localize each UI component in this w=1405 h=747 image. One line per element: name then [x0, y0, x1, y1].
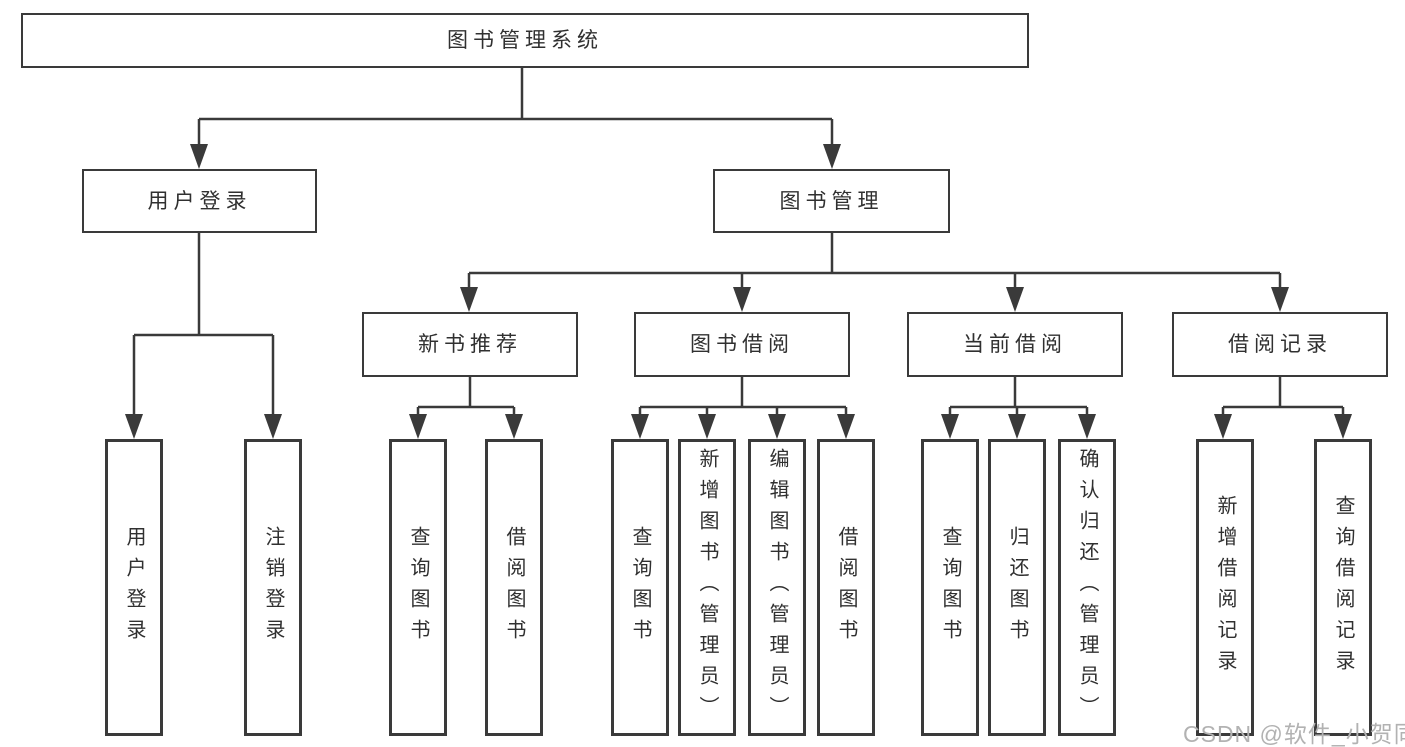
edge-bookmgmt-to-level3	[467, 233, 1282, 294]
arrow-down-icon	[837, 414, 855, 439]
leaf-label: 用户登录	[123, 525, 145, 650]
arrow-down-icon	[1006, 287, 1024, 312]
csdn-watermark: CSDN @软件_小贺同学	[1183, 721, 1405, 747]
arrow-down-icon	[264, 414, 282, 439]
arrow-down-icon	[1078, 414, 1096, 439]
leaf-query-books-3: 查询图书	[921, 439, 979, 736]
arrowheads	[125, 144, 1352, 439]
leaf-add-books-admin: 新增图书（管理员）	[678, 439, 736, 736]
leaf-query-borrow-record: 查询借阅记录	[1314, 439, 1372, 736]
leaf-label: 查询图书	[629, 525, 651, 650]
arrow-down-icon	[698, 414, 716, 439]
leaf-edit-books-admin: 编辑图书（管理员）	[748, 439, 806, 736]
leaf-user-login: 用户登录	[105, 439, 163, 736]
leaf-borrow-books-1: 借阅图书	[485, 439, 543, 736]
leaf-label: 新增图书（管理员）	[696, 448, 718, 727]
leaf-confirm-return-admin: 确认归还（管理员）	[1058, 439, 1116, 736]
edge-root-to-level2	[197, 68, 834, 151]
node-user-login: 用户登录	[82, 169, 317, 233]
node-book-borrow-label: 图书借阅	[690, 333, 794, 356]
node-borrow-records-label: 借阅记录	[1228, 333, 1332, 356]
arrow-down-icon	[823, 144, 841, 169]
arrow-down-icon	[190, 144, 208, 169]
leaf-query-books-2: 查询图书	[611, 439, 669, 736]
node-new-book-rec: 新书推荐	[362, 312, 578, 377]
arrow-down-icon	[1214, 414, 1232, 439]
leaf-add-borrow-record: 新增借阅记录	[1196, 439, 1254, 736]
leaf-return-books: 归还图书	[988, 439, 1046, 736]
node-user-login-label: 用户登录	[147, 189, 252, 213]
leaf-label: 注销登录	[262, 525, 284, 650]
edge-records-to-leaves	[1221, 377, 1345, 421]
node-borrow-records: 借阅记录	[1172, 312, 1388, 377]
node-root: 图书管理系统	[21, 13, 1029, 68]
leaf-label: 编辑图书（管理员）	[766, 448, 788, 727]
leaf-label: 借阅图书	[503, 525, 525, 650]
leaf-label: 查询图书	[407, 525, 429, 650]
node-book-borrow: 图书借阅	[634, 312, 850, 377]
arrow-down-icon	[768, 414, 786, 439]
leaf-logout: 注销登录	[244, 439, 302, 736]
arrow-down-icon	[460, 287, 478, 312]
edge-userlogin-to-leaves	[132, 233, 275, 421]
leaf-label: 查询借阅记录	[1332, 494, 1354, 681]
arrow-down-icon	[125, 414, 143, 439]
leaf-label: 归还图书	[1006, 525, 1028, 650]
edge-newbook-to-leaves	[416, 377, 516, 421]
arrow-down-icon	[733, 287, 751, 312]
node-current-borrow: 当前借阅	[907, 312, 1123, 377]
node-book-mgmt-label: 图书管理	[779, 189, 884, 213]
leaf-borrow-books-2: 借阅图书	[817, 439, 875, 736]
leaf-label: 确认归还（管理员）	[1076, 448, 1098, 727]
node-new-book-rec-label: 新书推荐	[418, 333, 522, 356]
edge-borrow-to-leaves	[638, 377, 848, 421]
node-root-label: 图书管理系统	[447, 29, 603, 52]
arrow-down-icon	[1008, 414, 1026, 439]
arrow-down-icon	[631, 414, 649, 439]
arrow-down-icon	[1334, 414, 1352, 439]
leaf-label: 查询图书	[939, 525, 961, 650]
arrow-down-icon	[409, 414, 427, 439]
arrow-down-icon	[1271, 287, 1289, 312]
leaf-label: 新增借阅记录	[1214, 494, 1236, 681]
arrow-down-icon	[941, 414, 959, 439]
leaf-label: 借阅图书	[835, 525, 857, 650]
node-book-mgmt: 图书管理	[713, 169, 950, 233]
leaf-query-books-1: 查询图书	[389, 439, 447, 736]
tree-edges	[132, 68, 1345, 421]
arrow-down-icon	[505, 414, 523, 439]
node-current-borrow-label: 当前借阅	[963, 333, 1067, 356]
